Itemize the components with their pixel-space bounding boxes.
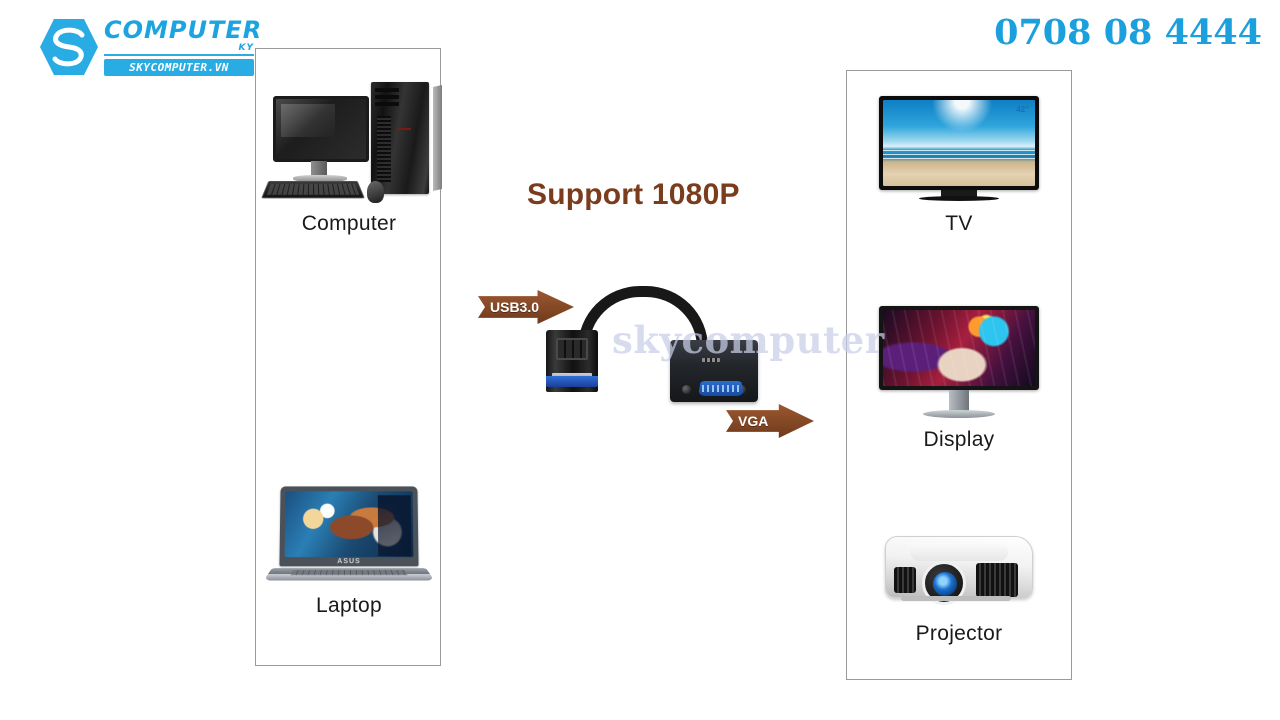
laptop-keyboard bbox=[290, 569, 408, 576]
usb3-blue-insert bbox=[546, 376, 598, 387]
device-display: Display bbox=[852, 306, 1066, 452]
projector-lens bbox=[933, 572, 957, 596]
device-label-display: Display bbox=[923, 428, 995, 451]
arrow-vga-shape: VGA bbox=[726, 404, 814, 438]
device-computer: Computer bbox=[258, 78, 442, 236]
pc-tower-side-panel bbox=[433, 85, 442, 191]
logo-domain: SKYCOMPUTER.VN bbox=[104, 59, 254, 76]
projector-top-panel bbox=[910, 543, 1008, 561]
laptop-lid: ASUS bbox=[279, 486, 419, 567]
projector-vent-right bbox=[976, 563, 1018, 597]
tv-screen: 42" bbox=[883, 100, 1035, 186]
sky-s-hexagon-icon bbox=[40, 19, 98, 75]
pc-mouse-part bbox=[367, 181, 384, 203]
arrow-usb3-label: USB3.0 bbox=[490, 299, 540, 315]
logo-wordmark: COMPUTER KY SKYCOMPUTER.VN bbox=[104, 16, 263, 76]
laptop-brand-label: ASUS bbox=[337, 558, 361, 566]
device-label-computer: Computer bbox=[301, 212, 397, 235]
pc-tower-grill bbox=[377, 116, 391, 182]
tv-screen-waves bbox=[883, 149, 1035, 162]
logo-sub: KY bbox=[238, 43, 254, 53]
pc-monitor-base bbox=[293, 175, 347, 182]
brand-logo[interactable]: COMPUTER KY SKYCOMPUTER.VN bbox=[38, 14, 263, 80]
pc-tower-led bbox=[397, 128, 411, 130]
projector-vent-left bbox=[894, 567, 916, 593]
laptop-screen-shade bbox=[377, 495, 412, 556]
vga-port bbox=[698, 381, 744, 396]
laptop-screen bbox=[284, 491, 414, 558]
device-label-tv: TV bbox=[945, 212, 973, 235]
pc-tower-part bbox=[371, 82, 429, 194]
usb3-to-vga-adapter-illustration bbox=[520, 268, 770, 418]
tv-size-badge: 42" bbox=[1016, 105, 1029, 114]
monitor-icon bbox=[879, 306, 1039, 422]
desktop-computer-icon bbox=[261, 78, 442, 206]
arrow-usb3: USB3.0 bbox=[478, 286, 574, 328]
display-stand-neck bbox=[949, 390, 969, 412]
projector-foot bbox=[901, 596, 1011, 601]
arrow-vga: VGA bbox=[726, 400, 814, 442]
vga-adapter-housing bbox=[670, 340, 758, 402]
vga-screw-left bbox=[682, 385, 691, 394]
tv-bezel: 42" bbox=[879, 96, 1039, 190]
device-label-laptop: Laptop bbox=[315, 594, 383, 617]
display-stand-base bbox=[923, 410, 995, 418]
device-laptop: ASUS Laptop bbox=[263, 486, 435, 618]
arrow-vga-label: VGA bbox=[738, 413, 769, 429]
device-projector: Projector bbox=[852, 520, 1066, 646]
support-headline: Support 1080P bbox=[527, 178, 740, 211]
arrow-usb3-shape: USB3.0 bbox=[478, 290, 574, 324]
display-bezel bbox=[879, 306, 1039, 390]
television-icon: 42" bbox=[879, 96, 1039, 206]
projector-body bbox=[885, 536, 1033, 605]
pc-keyboard-part bbox=[261, 180, 365, 199]
phone-number[interactable]: 0708 08 4444 bbox=[994, 12, 1262, 53]
laptop-base bbox=[263, 568, 435, 581]
tv-stand-foot bbox=[919, 196, 999, 201]
tv-stand-neck bbox=[941, 190, 977, 198]
projector-icon bbox=[879, 520, 1039, 616]
logo-divider bbox=[104, 54, 254, 56]
pc-monitor-part bbox=[273, 96, 369, 162]
display-screen bbox=[883, 310, 1035, 386]
device-label-projector: Projector bbox=[915, 622, 1003, 645]
laptop-icon: ASUS bbox=[263, 486, 435, 588]
pc-monitor-stand bbox=[311, 161, 327, 177]
display-screen-texture bbox=[883, 310, 1035, 386]
logo-word: COMPUTER bbox=[104, 16, 263, 44]
device-tv: 42" TV bbox=[852, 96, 1066, 236]
